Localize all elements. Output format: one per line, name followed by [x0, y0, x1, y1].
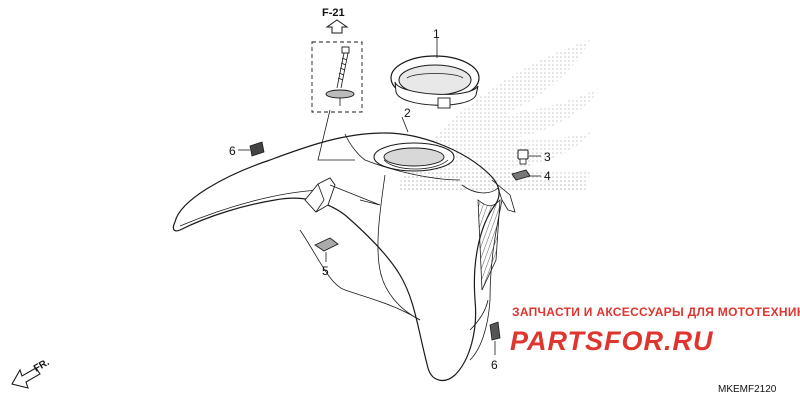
part-4-grommet [511, 169, 541, 181]
reference-label: F-21 [322, 7, 345, 19]
callout-6-lower: 6 [491, 358, 498, 372]
front-arrow-icon [11, 367, 41, 389]
watermark-site: PARTSFOR.RU [510, 326, 714, 356]
reference-box [311, 41, 363, 113]
callout-6-upper: 6 [229, 144, 236, 158]
callout-5: 5 [322, 264, 329, 278]
reference-f21: F-21 [311, 7, 363, 113]
front-direction-indicator: FR. [11, 357, 52, 389]
callout-1: 1 [433, 27, 440, 41]
part-2-tank-cover [172, 116, 516, 382]
callout-2: 2 [404, 106, 411, 120]
watermark-tagline: ЗАПЧАСТИ И АКСЕССУАРЫ ДЛЯ МОТОТЕХНИКИ [512, 305, 800, 319]
up-arrow-icon [325, 19, 349, 34]
diagram-code: MKEMF2120 [718, 384, 777, 395]
callout-labels: 1 2 3 4 5 6 6 [229, 27, 551, 372]
fuel-sender-bolt [325, 46, 355, 106]
watermark: ЗАПЧАСТИ И АКСЕССУАРЫ ДЛЯ МОТОТЕХНИКИ PA… [510, 305, 800, 356]
part-6-clip-upper [238, 141, 265, 157]
callout-3: 3 [544, 150, 551, 164]
part-5-cushion [314, 237, 339, 262]
callout-4: 4 [544, 169, 551, 183]
part-3-bolt [517, 149, 541, 165]
front-label: FR. [32, 357, 52, 375]
part-1-filler-ring [390, 38, 480, 109]
part-6-clip-lower [489, 321, 501, 355]
